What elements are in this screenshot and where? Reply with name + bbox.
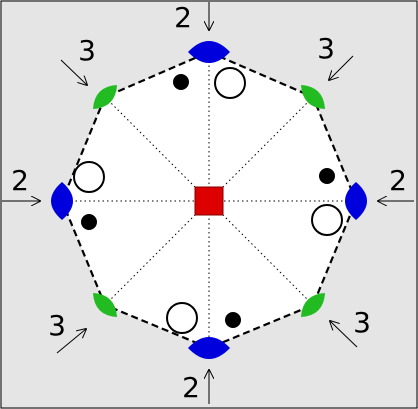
threefold-markers	[92, 84, 326, 318]
open-circle-left	[73, 161, 105, 193]
open-circle-bottom	[166, 302, 198, 334]
filled-dot-right	[319, 168, 335, 184]
twofold-markers	[51, 41, 367, 359]
filled-dot-bottom	[225, 312, 241, 328]
label-top: 2	[174, 1, 192, 34]
label-top-left: 3	[78, 34, 96, 67]
blue-lens-left	[51, 182, 73, 220]
label-bottom-left: 3	[48, 309, 66, 342]
filled-dot-left	[81, 214, 97, 230]
label-right: 2	[389, 164, 407, 197]
filled-dots	[81, 74, 335, 328]
open-circles	[73, 67, 343, 334]
blue-lens-right	[345, 182, 367, 220]
blue-lens-bottom	[188, 337, 230, 359]
arrow-top-right	[329, 55, 354, 80]
filled-dot-top	[173, 74, 189, 90]
label-bottom-right: 3	[353, 306, 371, 339]
label-left: 2	[11, 164, 29, 197]
label-top-right: 3	[317, 32, 335, 65]
green-lens-top-right	[300, 84, 326, 110]
blue-lens-top	[188, 41, 230, 63]
axis-arrows	[2, 2, 414, 404]
open-circle-top	[214, 67, 246, 99]
octagon-outline	[60, 50, 358, 350]
arrow-bottom-right	[330, 321, 358, 348]
arrow-top-left	[60, 59, 87, 85]
center-square	[194, 186, 224, 216]
green-lens-bottom-right	[300, 292, 326, 318]
green-lens-top-left	[92, 84, 118, 110]
label-bottom: 2	[182, 371, 200, 404]
open-circle-right	[311, 204, 343, 236]
green-lens-bottom-left	[92, 292, 118, 318]
arrow-bottom-left	[56, 329, 86, 354]
